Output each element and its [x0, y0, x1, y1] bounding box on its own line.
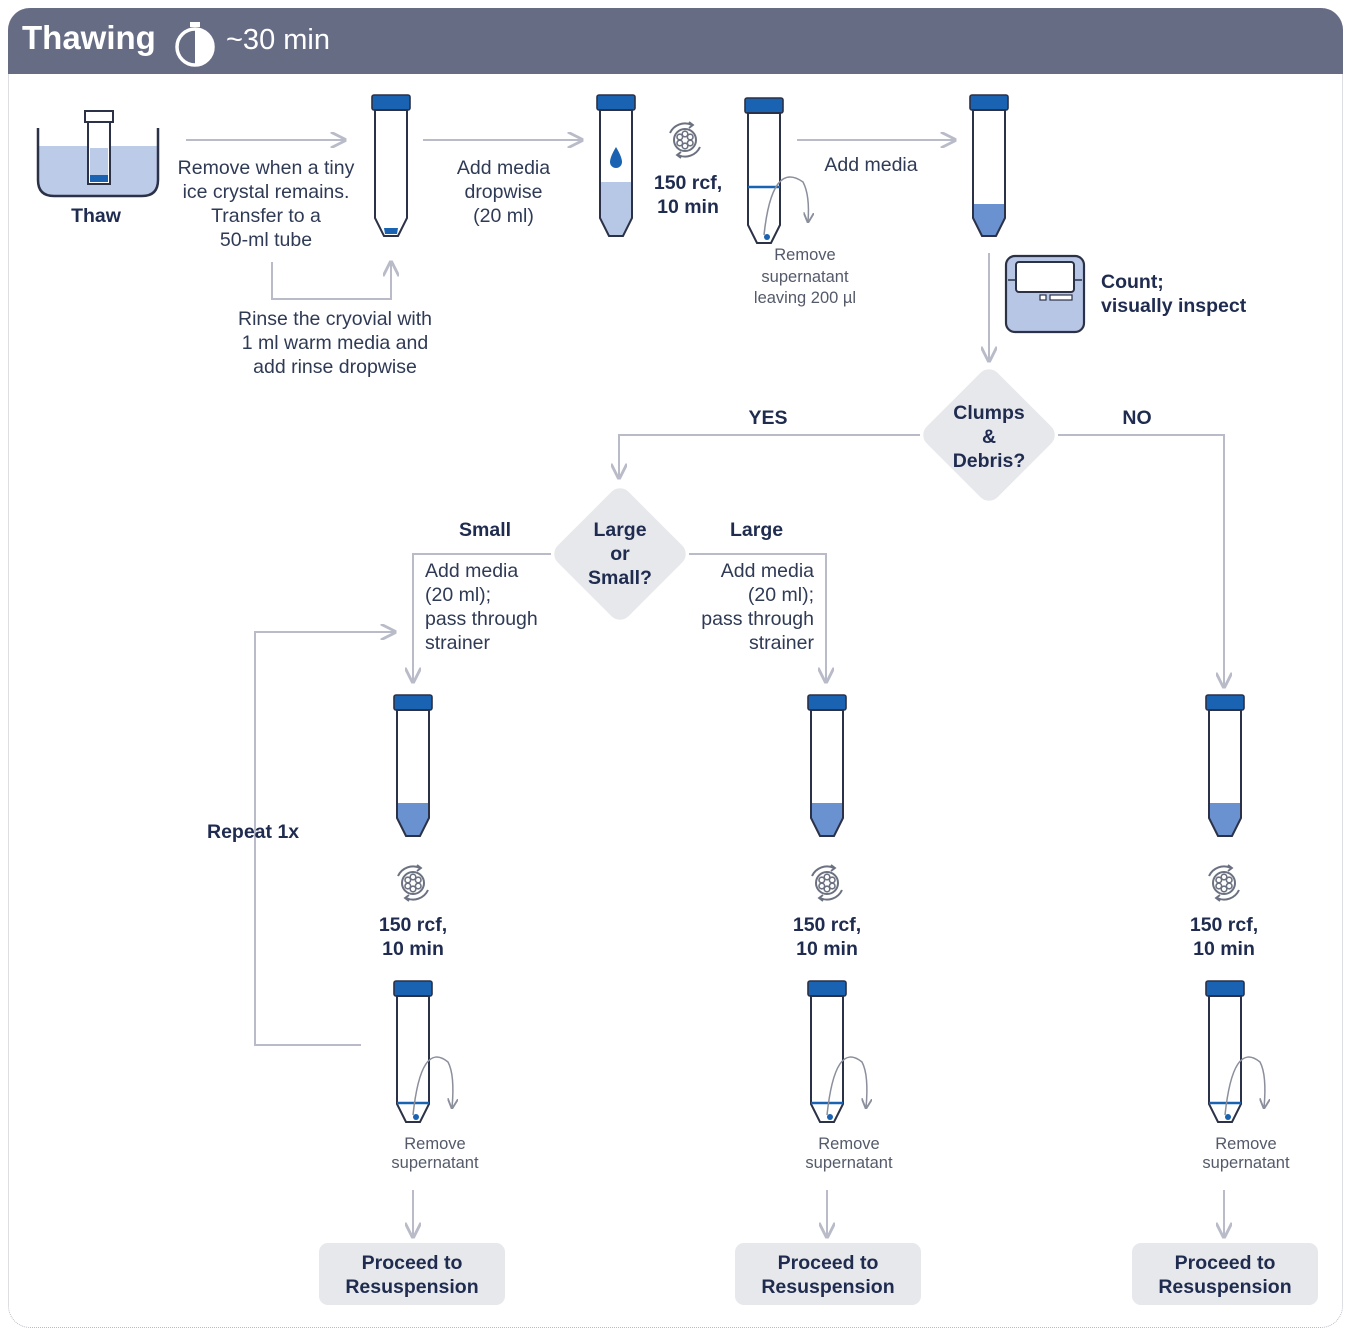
- section-title: Thawing: [22, 19, 156, 56]
- yes-label: YES: [748, 407, 788, 429]
- small-label: Small: [459, 519, 512, 541]
- spin-settings-col1: 150 rcf,10 min: [378, 914, 448, 960]
- duration: ~30 min: [226, 24, 330, 56]
- decision-clumps-label: Clumps&Debris?: [952, 402, 1026, 472]
- column-2-graphics: [807, 694, 867, 1237]
- add-media-label: Add media: [824, 154, 918, 176]
- decision-diamond-clumps: [923, 369, 1055, 501]
- centrifuge-icon: [669, 121, 701, 159]
- spin-settings-top: 150 rcf,10 min: [653, 172, 723, 218]
- conical-tube-2: [596, 94, 636, 237]
- conical-tube-1: [371, 94, 411, 237]
- count-inspect-label: Count;visually inspect: [1101, 271, 1247, 317]
- thaw-label: Thaw: [71, 205, 121, 227]
- column-1-graphics: [393, 694, 453, 1237]
- conical-tube-4: [969, 94, 1009, 237]
- thaw-water-bath-icon: [36, 110, 160, 198]
- decision-diamond-size: [554, 488, 686, 620]
- spin-settings-col2: 150 rcf,10 min: [792, 914, 862, 960]
- column-3-graphics: [1205, 694, 1265, 1237]
- large-label: Large: [730, 519, 784, 541]
- stopwatch-icon: [175, 22, 215, 67]
- repeat-label: Repeat 1x: [207, 821, 300, 843]
- cell-counter-icon: [1004, 254, 1086, 334]
- header-bar: Thawing ~30 min: [8, 8, 1343, 74]
- conical-tube-3: [744, 97, 808, 244]
- no-label: NO: [1122, 407, 1152, 429]
- spin-settings-col3: 150 rcf,10 min: [1189, 914, 1259, 960]
